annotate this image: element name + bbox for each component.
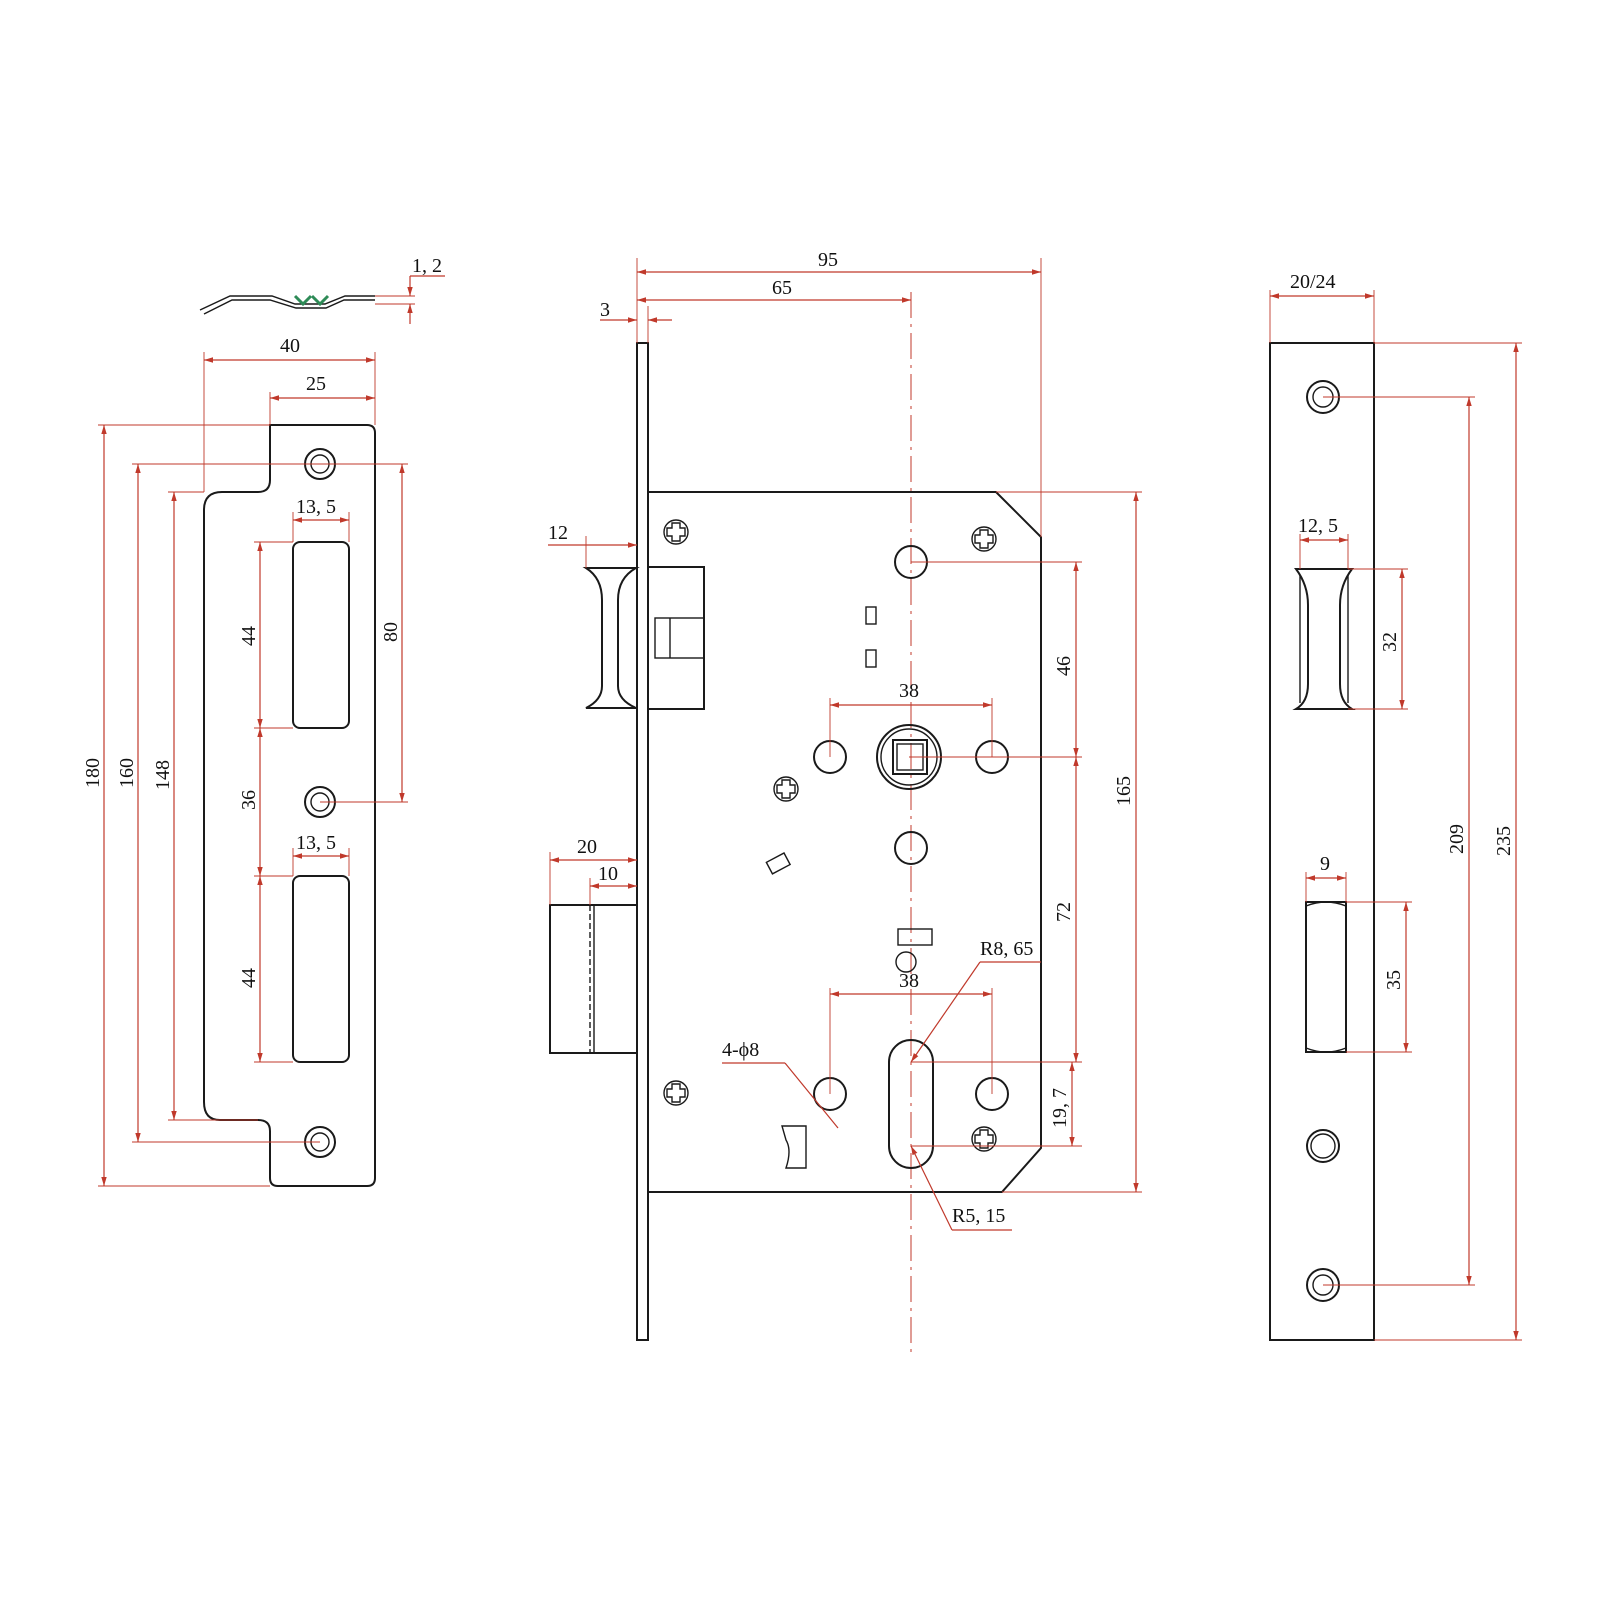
strike-slot-top — [292, 541, 350, 729]
strike-plate-profile — [199, 275, 445, 324]
strike-slot-gap-dim: 36 — [238, 790, 260, 810]
cylinder-cutout — [888, 1039, 934, 1169]
strike-inner-width-dim: 25 — [306, 373, 326, 395]
lock-backset-dim: 65 — [772, 277, 792, 299]
screw-bottom-left — [663, 1080, 689, 1106]
faceplate-bolt-slot-height-dim: 35 — [1383, 970, 1405, 990]
strike-thickness-dim: 1, 2 — [412, 255, 442, 277]
cylinder-hole-spacing-dim: 38 — [899, 970, 919, 992]
faceplate-view: 20/24 12, 5 9 32 35 209 235 — [1269, 271, 1522, 1341]
case-height-dim: 165 — [1113, 776, 1135, 806]
strike-total-height-dim: 180 — [82, 758, 104, 788]
faceplate-total-height-dim: 235 — [1493, 826, 1515, 856]
indicator-slot-2 — [865, 649, 877, 668]
screw-top-left — [663, 519, 689, 545]
lock-body-view: 95 65 3 12 20 10 38 38 R8, 65 R5, 15 4-ϕ… — [548, 249, 1142, 1352]
middle-guide-hole — [894, 831, 928, 865]
screw-top-right — [971, 526, 997, 552]
faceplate-hole-spacing-dim: 209 — [1446, 824, 1468, 854]
cylinder-offset-dim: 19, 7 — [1049, 1088, 1071, 1128]
lock-faceplate — [636, 342, 649, 1341]
screw-middle-left — [773, 776, 799, 802]
strike-width-dim: 40 — [280, 335, 300, 357]
bottom-radius-dim: R5, 15 — [952, 1205, 1005, 1227]
latch-bolt — [582, 566, 705, 710]
handle-hole-spacing-dim: 38 — [899, 680, 919, 702]
latch-throw-dim: 12 — [548, 522, 568, 544]
faceplate-bolt-slot-width-dim: 9 — [1320, 853, 1330, 875]
strike-hole-height-dim: 160 — [116, 758, 138, 788]
strike-slot-bottom — [292, 875, 350, 1063]
screw-bottom-right — [971, 1126, 997, 1152]
faceplate-latch-slot — [1292, 568, 1356, 710]
dead-bolt — [549, 904, 638, 1054]
indicator-slot-1 — [865, 606, 877, 625]
bolt-throw-dim: 20 — [577, 836, 597, 858]
lock-case-outline — [648, 491, 1042, 1193]
strike-lip-height-dim: 148 — [152, 760, 174, 790]
strike-slot-width-top-dim: 13, 5 — [296, 496, 336, 518]
angled-slot — [765, 852, 792, 875]
faceplate-latch-slot-height-dim: 32 — [1379, 632, 1401, 652]
pin-slot — [897, 928, 933, 946]
faceplate-hole-middle — [1306, 1129, 1340, 1163]
spring-clip — [781, 1125, 807, 1169]
holes-note: 4-ϕ8 — [722, 1039, 759, 1061]
center-distance-dim: 72 — [1053, 902, 1075, 922]
spindle-offset-dim: 46 — [1053, 656, 1075, 676]
strike-slot-width-bottom-dim: 13, 5 — [296, 832, 336, 854]
small-hole — [895, 951, 917, 973]
cam-radius-dim: R8, 65 — [980, 938, 1033, 960]
strike-plate-view: 1, 2 — [82, 255, 445, 1187]
strike-plate-outline — [203, 424, 376, 1187]
strike-hole-spacing-dim: 80 — [380, 622, 402, 642]
strike-slot-height-top-dim: 44 — [238, 626, 260, 646]
faceplate-bolt-slot — [1305, 901, 1347, 1053]
bolt-inner-dim: 10 — [598, 863, 618, 885]
strike-slot-height-bottom-dim: 44 — [238, 968, 260, 988]
lock-total-backset-dim: 95 — [818, 249, 838, 271]
faceplate-width-dim: 20/24 — [1290, 271, 1336, 293]
faceplate-outline — [1269, 342, 1375, 1341]
lock-faceplate-thickness-dim: 3 — [600, 299, 610, 321]
faceplate-latch-slot-width-dim: 12, 5 — [1298, 515, 1338, 537]
